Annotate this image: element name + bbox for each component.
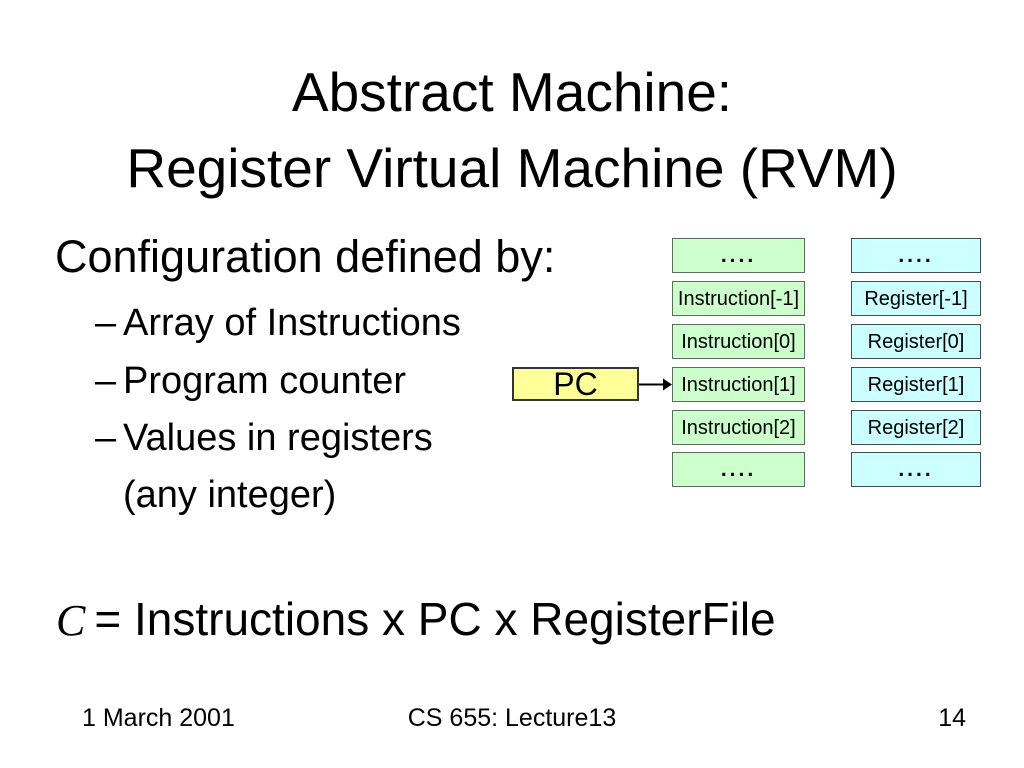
bullet-item-label: Array of Instructions bbox=[123, 302, 461, 344]
pc-arrow-icon bbox=[639, 378, 672, 391]
bullet-item-label: Values in registers bbox=[123, 417, 433, 459]
formula-rest: = Instructions x PC x RegisterFile bbox=[94, 593, 776, 645]
register-cell: Register[2] bbox=[851, 410, 981, 445]
instruction-cell-ellipsis-bottom: .... bbox=[672, 452, 805, 487]
pc-box: PC bbox=[512, 367, 639, 401]
register-cell-ellipsis-top: .... bbox=[851, 238, 981, 273]
register-cell: Register[-1] bbox=[851, 281, 981, 316]
instruction-cell-ellipsis-top: .... bbox=[672, 238, 805, 273]
footer-page-number: 14 bbox=[938, 704, 966, 732]
bullet-item-values-in-registers: –Values in registers bbox=[95, 415, 433, 461]
footer-date: 1 March 2001 bbox=[82, 704, 235, 732]
slide-title: Abstract Machine: Register Virtual Machi… bbox=[0, 54, 1024, 206]
instruction-cell: Instruction[0] bbox=[672, 324, 805, 359]
configuration-formula: C= Instructions x PC x RegisterFile bbox=[56, 591, 776, 649]
bullet-continuation: (any integer) bbox=[123, 474, 337, 516]
bullet-dash: – bbox=[95, 302, 117, 344]
instruction-cell: Instruction[2] bbox=[672, 410, 805, 445]
bullet-heading: Configuration defined by: bbox=[55, 231, 556, 282]
bullet-item-array-of-instructions: –Array of Instructions bbox=[95, 300, 461, 346]
register-cell-ellipsis-bottom: .... bbox=[851, 452, 981, 487]
register-cell: Register[1] bbox=[851, 367, 981, 402]
instruction-cell: Instruction[-1] bbox=[672, 281, 805, 316]
bullet-item-program-counter: –Program counter bbox=[95, 358, 406, 404]
instruction-cell-current: Instruction[1] bbox=[672, 367, 805, 402]
footer-course-label: CS 655: Lecture13 bbox=[407, 704, 617, 732]
slide-title-line1: Abstract Machine: bbox=[291, 61, 733, 123]
register-cell: Register[0] bbox=[851, 324, 981, 359]
bullet-dash: – bbox=[95, 360, 117, 402]
bullet-item-label: Program counter bbox=[123, 360, 407, 402]
formula-symbol-c: C bbox=[56, 596, 86, 645]
slide-title-line2: Register Virtual Machine (RVM) bbox=[126, 137, 898, 199]
bullet-dash: – bbox=[95, 417, 117, 459]
